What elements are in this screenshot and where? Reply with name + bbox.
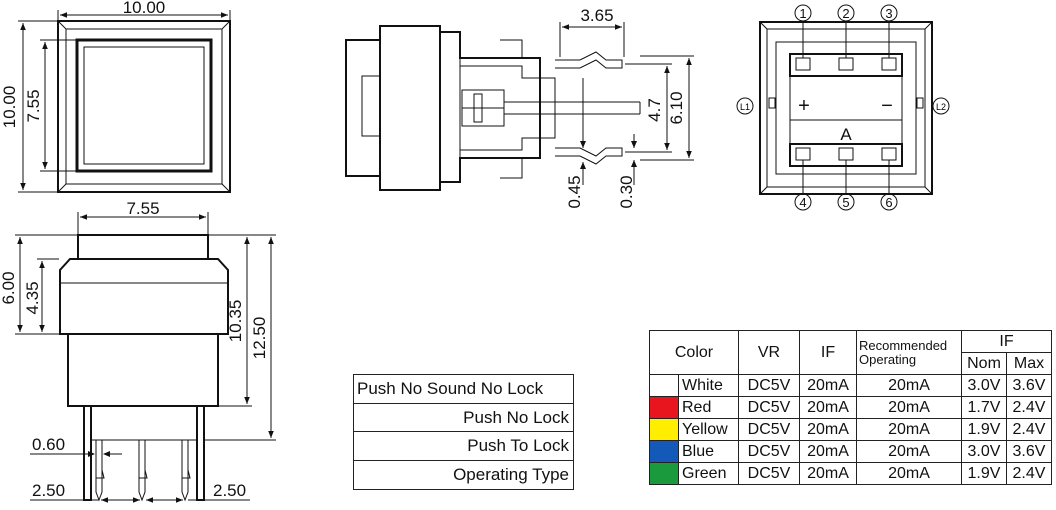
dim-side-small: 4.7 xyxy=(645,98,664,122)
dim-front-width: 7.55 xyxy=(126,199,159,218)
header-if: IF xyxy=(799,330,857,375)
dim-front-pitch-left: 2.50 xyxy=(32,481,65,500)
dim-front-1035: 10.35 xyxy=(226,300,245,343)
color-name: Green xyxy=(678,462,739,485)
dim-top-inner: 7.55 xyxy=(24,89,43,122)
vr-value: DC5V xyxy=(738,462,800,485)
vr-value: DC5V xyxy=(738,396,800,419)
led-label-l1: L1 xyxy=(740,102,750,112)
front-view: 7.55 6.00 4.35 10.35 12.50 0.60 2.50 2.5… xyxy=(0,199,276,503)
table-row: Blue DC5V 20mA 20mA 3.0V 3.6V xyxy=(649,440,1052,463)
color-name: Blue xyxy=(678,440,739,463)
table-row: White DC5V 20mA 20mA 3.0V 3.6V xyxy=(649,374,1052,397)
led-label-l2: L2 xyxy=(936,102,946,112)
recommended-value: 20mA xyxy=(856,396,962,419)
max-value: 3.6V xyxy=(1006,374,1052,397)
header-nom: Nom xyxy=(961,352,1007,375)
dim-front-pitch-right: 2.50 xyxy=(213,481,246,500)
operating-type-row: Push To Lock xyxy=(354,432,573,461)
header-max: Max xyxy=(1006,352,1052,375)
color-name: Red xyxy=(678,396,739,419)
pin-label-1: 1 xyxy=(799,6,806,21)
pin-label-2: 2 xyxy=(842,6,849,21)
pin-label-6: 6 xyxy=(885,195,892,210)
pin-view: 1 2 3 4 5 6 L1 L2 + − A xyxy=(736,4,950,211)
dim-front-435: 4.35 xyxy=(23,281,42,314)
if-value: 20mA xyxy=(799,418,857,441)
max-value: 2.4V xyxy=(1006,418,1052,441)
if-value: 20mA xyxy=(799,462,857,485)
dim-top-width: 10.00 xyxy=(123,0,166,17)
if-value: 20mA xyxy=(799,374,857,397)
table-row: Red DC5V 20mA 20mA 1.7V 2.4V xyxy=(649,396,1052,419)
minus-sign: − xyxy=(881,95,893,117)
recommended-value: 20mA xyxy=(856,440,962,463)
max-value: 2.4V xyxy=(1006,396,1052,419)
pin-label-4: 4 xyxy=(799,195,806,210)
top-view: 10.00 10.00 7.55 xyxy=(0,0,231,193)
dim-side-large: 6.10 xyxy=(667,91,686,124)
dim-side-030: 0.30 xyxy=(617,175,636,208)
dim-side-045: 0.45 xyxy=(565,175,584,208)
operating-type-header: Operating Type xyxy=(453,464,569,484)
header-recommended: Recommended xyxy=(859,337,948,353)
header-if-group: IF xyxy=(961,330,1052,353)
recommended-value: 20mA xyxy=(856,374,962,397)
table-row: Yellow DC5V 20mA 20mA 1.9V 2.4V xyxy=(649,418,1052,441)
vr-value: DC5V xyxy=(738,440,800,463)
nom-value: 3.0V xyxy=(961,374,1007,397)
header-color: Color xyxy=(649,330,739,375)
if-value: 20mA xyxy=(799,396,857,419)
max-value: 3.6V xyxy=(1006,440,1052,463)
color-swatch xyxy=(649,374,679,397)
vr-value: DC5V xyxy=(738,418,800,441)
color-swatch xyxy=(649,440,679,463)
nom-value: 3.0V xyxy=(961,440,1007,463)
pin-label-5: 5 xyxy=(842,195,849,210)
header-vr: VR xyxy=(738,330,800,375)
nom-value: 1.7V xyxy=(961,396,1007,419)
dim-side-top: 3.65 xyxy=(580,6,613,25)
operating-type-row: Push No Sound No Lock xyxy=(354,375,573,404)
recommended-value: 20mA xyxy=(856,418,962,441)
color-swatch xyxy=(649,418,679,441)
dim-front-1250: 12.50 xyxy=(250,317,269,360)
plus-sign: + xyxy=(798,95,810,117)
pin-label-3: 3 xyxy=(885,6,892,21)
recommended-value: 20mA xyxy=(856,462,962,485)
anode-label: A xyxy=(840,125,852,144)
vr-value: DC5V xyxy=(738,374,800,397)
dim-front-600: 6.00 xyxy=(0,271,18,304)
nom-value: 1.9V xyxy=(961,462,1007,485)
dim-top-height: 10.00 xyxy=(0,86,19,129)
dim-front-060: 0.60 xyxy=(32,435,65,454)
header-operating: Operating xyxy=(859,351,917,367)
color-name: Yellow xyxy=(678,418,739,441)
color-swatch xyxy=(649,396,679,419)
operating-type-row: Push No Lock xyxy=(354,404,573,432)
if-value: 20mA xyxy=(799,440,857,463)
table-row: Green DC5V 20mA 20mA 1.9V 2.4V xyxy=(649,462,1052,485)
operating-type-box: Push No Sound No Lock Push No Lock Push … xyxy=(353,374,574,490)
nom-value: 1.9V xyxy=(961,418,1007,441)
side-view: 3.65 4.7 6.10 0.45 0.30 xyxy=(345,6,694,209)
max-value: 2.4V xyxy=(1006,462,1052,485)
color-swatch xyxy=(649,462,679,485)
color-name: White xyxy=(678,374,739,397)
